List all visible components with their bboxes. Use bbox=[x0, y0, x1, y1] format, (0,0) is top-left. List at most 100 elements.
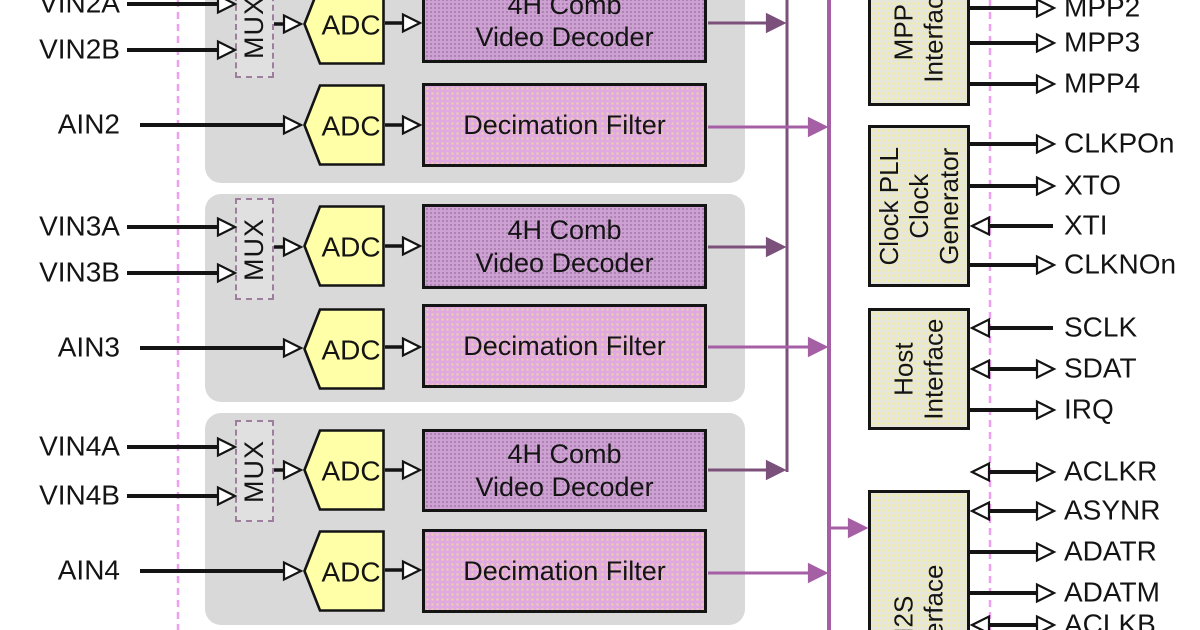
filter4-to-audio-bus-arrowhead bbox=[807, 562, 829, 584]
host-interface-label-line-0: Host bbox=[888, 342, 919, 396]
adc-audio-2: ADC bbox=[303, 84, 385, 166]
i2s-interface-label-line-0: I2S bbox=[888, 595, 919, 630]
adc-video-4-shape: ADC bbox=[303, 429, 385, 511]
mux-3: MUX bbox=[235, 198, 274, 300]
pin-MPP2-arrowhead bbox=[1035, 0, 1057, 19]
adc-audio-4-pentagon bbox=[303, 530, 385, 612]
audio-bus-to-i2s-arrowhead bbox=[847, 517, 869, 539]
pin-label-AIN4: AIN4 bbox=[57, 554, 120, 586]
adc-audio-4-shape: ADC bbox=[303, 530, 385, 612]
decoder2-to-video-bus-arrowhead bbox=[765, 12, 787, 34]
pin-label-ACLKB: ACLKB bbox=[1064, 608, 1156, 630]
clock-interface-label-line-1: Clock bbox=[903, 173, 934, 239]
pin-label-MPP3: MPP3 bbox=[1064, 26, 1141, 58]
decimation-filter-3: Decimation Filter bbox=[422, 304, 707, 388]
decimation-filter-3-label-line-0: Decimation Filter bbox=[463, 330, 666, 361]
video-decoder-4-label-line-1: Video Decoder bbox=[475, 471, 654, 502]
pin-ACLKB-arrowhead-left bbox=[969, 614, 991, 630]
pin-label-ADATM: ADATM bbox=[1064, 576, 1160, 608]
mux-3-label: MUX bbox=[239, 217, 269, 281]
pin-label-VIN4A: VIN4A bbox=[39, 430, 120, 462]
pin-ADATM-arrowhead bbox=[1035, 582, 1057, 604]
pin-CLKNOn-arrowhead bbox=[1035, 254, 1057, 276]
adc-video-4-label: ADC bbox=[321, 456, 380, 487]
pin-label-IRQ: IRQ bbox=[1064, 393, 1114, 425]
adc-audio-4: ADC bbox=[303, 530, 385, 612]
video-decoder-3-label-line-1: Video Decoder bbox=[475, 247, 654, 278]
pin-SDAT-arrowhead-left bbox=[969, 358, 991, 380]
host-interface-label-line-1: Interface bbox=[919, 318, 950, 420]
mux-4-label: MUX bbox=[239, 439, 269, 503]
pin-label-MPP2: MPP2 bbox=[1064, 0, 1141, 23]
pin-label-SDAT: SDAT bbox=[1064, 352, 1137, 384]
video-decoder-3-label-line-0: 4H Comb bbox=[507, 215, 622, 246]
video-decoder-2-label-line-0: 4H Comb bbox=[507, 0, 622, 20]
clock-interface-label-line-2: Generator bbox=[934, 147, 965, 265]
adc-audio-2-label: ADC bbox=[321, 111, 380, 142]
adc-video-4-pentagon bbox=[303, 429, 385, 511]
pin-label-VIN4B: VIN4B bbox=[39, 479, 120, 511]
filter2-to-audio-bus-arrowhead bbox=[807, 116, 829, 138]
adc-video-2-shape: ADC bbox=[303, 0, 385, 65]
pin-XTO-arrowhead bbox=[1035, 175, 1057, 197]
pin-label-CLKNOn: CLKNOn bbox=[1064, 248, 1177, 280]
pin-SDAT-arrowhead-right bbox=[1035, 358, 1057, 380]
pin-MPP3-arrowhead bbox=[1035, 32, 1057, 54]
pin-XTI-arrowhead bbox=[969, 215, 991, 237]
pin-label-XTO: XTO bbox=[1064, 169, 1122, 201]
adc-audio-3-shape: ADC bbox=[303, 308, 385, 390]
pin-ADATR-arrowhead bbox=[1035, 541, 1057, 563]
pin-CLKPOn-arrowhead bbox=[1035, 133, 1057, 155]
pin-label-CLKPOn: CLKPOn bbox=[1064, 127, 1175, 159]
adc-audio-4-label: ADC bbox=[321, 557, 380, 588]
decimation-filter-2-label-line-0: Decimation Filter bbox=[463, 109, 666, 140]
pin-ACLKR-arrowhead-left bbox=[969, 461, 991, 483]
pin-label-AIN3: AIN3 bbox=[57, 331, 120, 363]
pin-label-VIN3A: VIN3A bbox=[39, 210, 120, 242]
pin-ACLKB-arrowhead-right bbox=[1035, 614, 1057, 630]
pin-ASYNR-arrowhead-left bbox=[969, 500, 991, 522]
decoder3-to-video-bus-arrowhead bbox=[765, 236, 787, 258]
pin-ACLKR-arrowhead-right bbox=[1035, 461, 1057, 483]
pin-label-AIN2: AIN2 bbox=[57, 108, 120, 140]
adc-video-3: ADC bbox=[303, 205, 385, 287]
adc-video-2-label: ADC bbox=[321, 10, 380, 41]
adc-audio-3-label: ADC bbox=[321, 335, 380, 366]
i2s-interface-label-line-1: Interface bbox=[919, 564, 950, 630]
pin-label-SCLK: SCLK bbox=[1064, 311, 1138, 343]
pin-SCLK-arrowhead bbox=[969, 317, 991, 339]
pin-label-ADATR: ADATR bbox=[1064, 535, 1157, 567]
adc-video-3-pentagon bbox=[303, 205, 385, 287]
mux-4: MUX bbox=[235, 420, 274, 522]
pin-MPP4-arrowhead bbox=[1035, 73, 1057, 95]
clock-interface-label-line-0: Clock PLL bbox=[873, 146, 904, 266]
adc-audio-3-pentagon bbox=[303, 308, 385, 390]
mux-2-label: MUX bbox=[239, 0, 269, 59]
pin-IRQ-arrowhead bbox=[1035, 399, 1057, 421]
video-decoder-2-label-line-1: Video Decoder bbox=[475, 22, 654, 52]
adc-video-3-shape: ADC bbox=[303, 205, 385, 287]
pin-label-VIN3B: VIN3B bbox=[39, 256, 120, 288]
adc-video-4: ADC bbox=[303, 429, 385, 511]
pin-label-XTI: XTI bbox=[1064, 209, 1108, 241]
adc-video-2-pentagon bbox=[303, 0, 385, 65]
pin-label-VIN2A: VIN2A bbox=[39, 0, 120, 19]
mpp-interface-label-line-1: Interface bbox=[919, 0, 950, 83]
adc-video-3-label: ADC bbox=[321, 232, 380, 263]
mpp-interface-label-line-0: MPP bbox=[888, 3, 919, 61]
pin-label-VIN2B: VIN2B bbox=[39, 33, 120, 65]
decimation-filter-4-label-line-0: Decimation Filter bbox=[463, 555, 666, 586]
filter3-to-audio-bus-arrowhead bbox=[807, 336, 829, 358]
adc-audio-2-shape: ADC bbox=[303, 84, 385, 166]
